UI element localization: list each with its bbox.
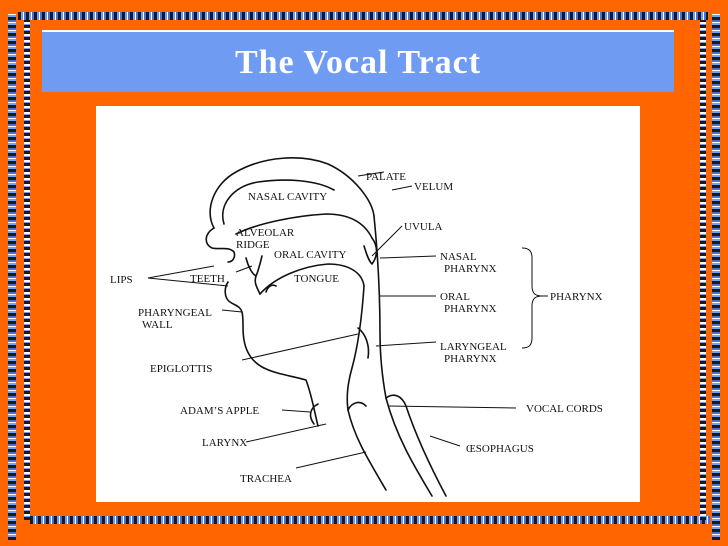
label-pharynx-laryngeal: PHARYNX bbox=[444, 353, 497, 365]
label-tongue: TONGUE bbox=[294, 273, 339, 285]
leader-pharyngeal-wall bbox=[221, 309, 243, 313]
label-larynx: LARYNX bbox=[202, 437, 247, 449]
lower-teeth bbox=[254, 275, 277, 295]
leader-laryngeal-pharynx bbox=[375, 341, 437, 347]
tongue-line bbox=[259, 263, 365, 295]
label-oral-cavity: ORAL CAVITY bbox=[274, 249, 346, 261]
upper-teeth bbox=[245, 255, 263, 277]
velum-line bbox=[363, 237, 378, 265]
label-laryngeal: LARYNGEAL bbox=[440, 341, 507, 353]
label-palate: PALATE bbox=[366, 171, 406, 183]
slide-title: The Vocal Tract bbox=[234, 44, 482, 81]
border-left-inner-stripe bbox=[24, 20, 30, 520]
label-nasal-cavity: NASAL CAVITY bbox=[248, 191, 327, 203]
epiglottis-flap bbox=[357, 327, 370, 359]
lower-lip-chin bbox=[224, 281, 265, 369]
vocal-tract-diagram: PALATE VELUM NASAL CAVITY UVULA ALVEOLAR… bbox=[96, 106, 640, 502]
label-lips: LIPS bbox=[110, 274, 133, 286]
label-vocal-cords: VOCAL CORDS bbox=[526, 403, 603, 415]
head-outline bbox=[209, 157, 375, 229]
label-ridge: RIDGE bbox=[236, 239, 270, 251]
label-pharynx-nasal: PHARYNX bbox=[444, 263, 497, 275]
border-right-stripe bbox=[712, 14, 720, 540]
label-adams-apple: ADAM’S APPLE bbox=[180, 405, 259, 417]
vocal-tract-svg: PALATE VELUM NASAL CAVITY UVULA ALVEOLAR… bbox=[110, 157, 603, 497]
label-trachea: TRACHEA bbox=[240, 473, 292, 485]
label-epiglottis: EPIGLOTTIS bbox=[150, 363, 212, 375]
label-alveolar: ALVEOLAR bbox=[236, 227, 295, 239]
pharynx-bracket bbox=[521, 247, 543, 349]
label-wall: WALL bbox=[142, 319, 173, 331]
leader-adams-apple bbox=[281, 409, 311, 413]
leader-lips-upper bbox=[147, 265, 215, 279]
leader-trachea bbox=[295, 451, 367, 469]
label-pharyngeal: PHARYNGEAL bbox=[138, 307, 212, 319]
label-nasal: NASAL bbox=[440, 251, 477, 263]
label-velum: VELUM bbox=[414, 181, 453, 193]
pharynx-front bbox=[346, 285, 387, 491]
leader-nasal-pharynx bbox=[379, 255, 437, 259]
leader-uvula bbox=[371, 225, 403, 257]
border-left-stripe bbox=[8, 14, 16, 540]
label-pharynx: PHARYNX bbox=[550, 291, 603, 303]
leader-larynx bbox=[245, 423, 327, 443]
leader-vocal-cords bbox=[387, 405, 517, 409]
leader-epiglottis bbox=[241, 333, 359, 361]
label-pharynx-oral: PHARYNX bbox=[444, 303, 497, 315]
nasal-cavity-line bbox=[221, 179, 335, 225]
label-uvula: UVULA bbox=[404, 221, 443, 233]
leader-palate bbox=[357, 171, 385, 177]
trachea-line bbox=[347, 401, 367, 411]
palate-line bbox=[235, 213, 373, 239]
leader-velum bbox=[391, 185, 413, 191]
title-banner: The Vocal Tract bbox=[42, 30, 674, 92]
pharyngeal-wall bbox=[373, 215, 433, 497]
label-teeth: TEETH bbox=[190, 273, 225, 285]
oesophagus-line bbox=[385, 394, 447, 497]
leader-oesophagus bbox=[429, 435, 461, 447]
leader-teeth bbox=[235, 265, 253, 273]
label-oral: ORAL bbox=[440, 291, 470, 303]
upper-lip bbox=[205, 227, 236, 263]
neck-front bbox=[263, 367, 319, 427]
adams-apple-bump bbox=[309, 403, 319, 425]
border-bottom-stripe bbox=[30, 516, 710, 524]
border-top-stripe bbox=[18, 12, 708, 20]
border-right-inner-stripe bbox=[700, 20, 706, 520]
leader-lips-lower bbox=[147, 277, 229, 287]
label-oesophagus: ŒSOPHAGUS bbox=[466, 443, 534, 455]
